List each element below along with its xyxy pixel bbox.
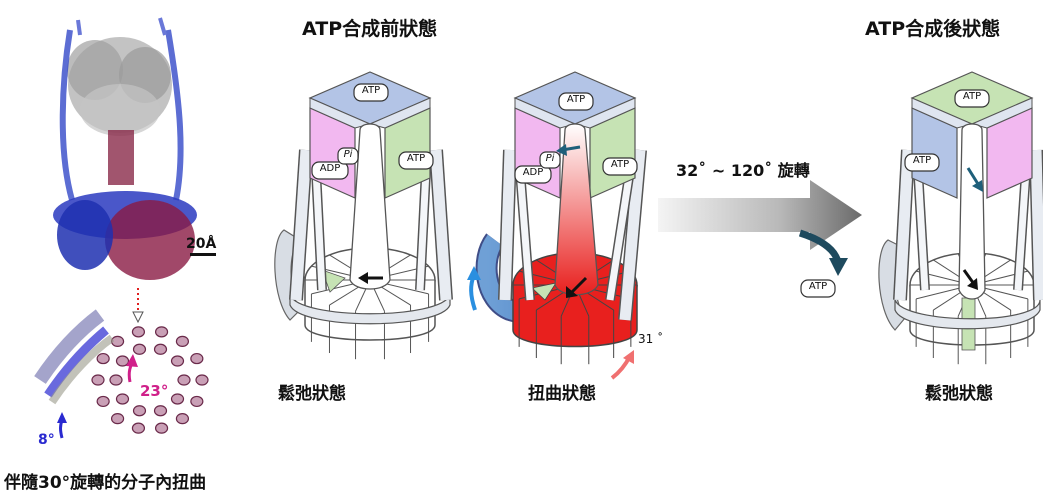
atp-label-green-left: ATP	[406, 153, 426, 164]
atp-release-arrowhead	[829, 258, 848, 276]
ring-rotation-arrowhead	[126, 354, 138, 367]
adp-label-left: ADP	[319, 163, 341, 174]
protein-structure-render	[53, 17, 216, 280]
atp-label-blue-right: ATP	[912, 155, 932, 166]
ring-angle-label: 23°	[140, 382, 168, 400]
caption-relaxed-left: 鬆弛狀態	[278, 384, 346, 404]
pi-label-left: Pi	[343, 149, 353, 160]
rotation-range-label: 32˚ ~ 120˚ 旋轉	[676, 161, 810, 180]
helix-angle-label: 8°	[38, 432, 55, 448]
scale-bar	[190, 253, 216, 256]
caption-relaxed-right: 鬆弛狀態	[925, 384, 993, 404]
connector-arrowhead	[132, 311, 144, 324]
atp-label-top-middle: ATP	[566, 94, 586, 105]
helix-rotation-arrowhead	[57, 412, 67, 423]
pi-label-middle: Pi	[545, 153, 555, 164]
diagram-twisted	[467, 71, 647, 380]
caption-twisted: 扭曲狀態	[528, 384, 596, 404]
atp-label-top-left: ATP	[361, 85, 381, 96]
diagram-relaxed-after	[878, 71, 1043, 365]
rotation-big-arrow	[658, 180, 862, 250]
scale-bar-label: 20Å	[186, 235, 216, 252]
atp-label-released: ATP	[808, 281, 828, 292]
diagram-relaxed-before	[274, 71, 453, 360]
atp-label-green-middle: ATP	[610, 159, 630, 170]
title-after-synthesis: ATP合成後狀態	[865, 18, 1001, 40]
c-ring-top-view	[34, 309, 209, 434]
caption-bottom-note: 伴隨30°旋轉的分子內扭曲	[4, 473, 207, 493]
c-ring-angle-label: 31 ˚	[638, 331, 663, 346]
atp-label-top-right: ATP	[962, 91, 982, 102]
atp-release-arrow	[798, 229, 842, 264]
adp-label-middle: ADP	[522, 167, 544, 178]
label-bubbles	[311, 83, 990, 298]
title-before-synthesis: ATP合成前狀態	[302, 18, 438, 40]
